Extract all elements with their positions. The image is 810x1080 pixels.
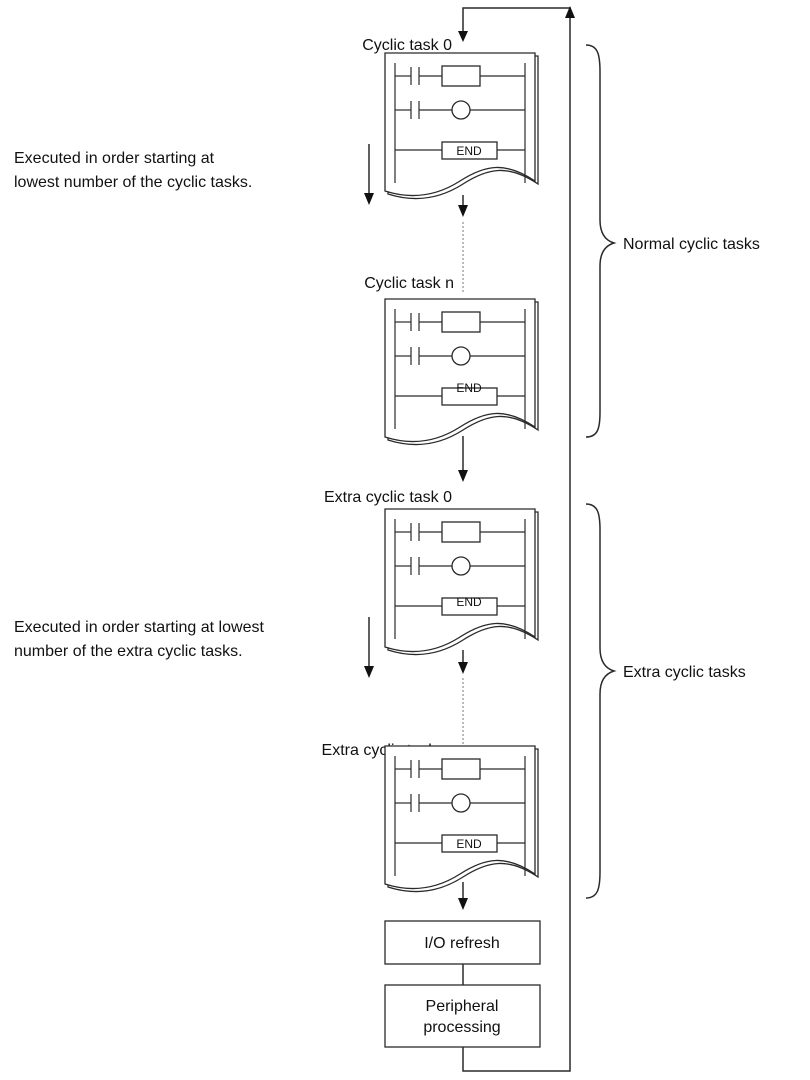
program-cyclic-task-0: END bbox=[384, 52, 539, 200]
end-label: END bbox=[456, 837, 482, 851]
io-refresh-box: I/O refresh bbox=[384, 920, 541, 965]
end-label: END bbox=[456, 595, 482, 609]
note-extra-line-1: Executed in order starting at lowest bbox=[14, 619, 264, 636]
brace-normal-cyclic bbox=[585, 44, 617, 438]
order-arrow-extra bbox=[364, 617, 374, 678]
label-extra-cyclic-tasks: Extra cyclic tasks bbox=[623, 664, 746, 681]
label-normal-cyclic-tasks: Normal cyclic tasks bbox=[623, 236, 760, 253]
order-arrow-normal bbox=[364, 144, 374, 205]
io-refresh-label: I/O refresh bbox=[424, 935, 500, 952]
program-extra-cyclic-task-0: END bbox=[384, 508, 539, 656]
note-normal-line-2: lowest number of the cyclic tasks. bbox=[14, 174, 252, 191]
note-normal-line-1: Executed in order starting at bbox=[14, 150, 215, 167]
peripheral-processing-box: Peripheral processing bbox=[384, 984, 541, 1048]
label-cyclic-task-0: Cyclic task 0 bbox=[362, 37, 452, 54]
program-cyclic-task-n: END bbox=[384, 298, 539, 446]
end-label: END bbox=[456, 381, 482, 395]
end-label: END bbox=[456, 144, 482, 158]
brace-extra-cyclic bbox=[585, 503, 617, 899]
label-extra-cyclic-task-0: Extra cyclic task 0 bbox=[324, 489, 452, 506]
note-extra-line-2: number of the extra cyclic tasks. bbox=[14, 643, 243, 660]
peripheral-label-line-2: processing bbox=[423, 1019, 500, 1036]
label-cyclic-task-n: Cyclic task n bbox=[364, 275, 454, 292]
peripheral-label-line-1: Peripheral bbox=[426, 998, 499, 1015]
program-extra-cyclic-task-m: END bbox=[384, 745, 539, 893]
